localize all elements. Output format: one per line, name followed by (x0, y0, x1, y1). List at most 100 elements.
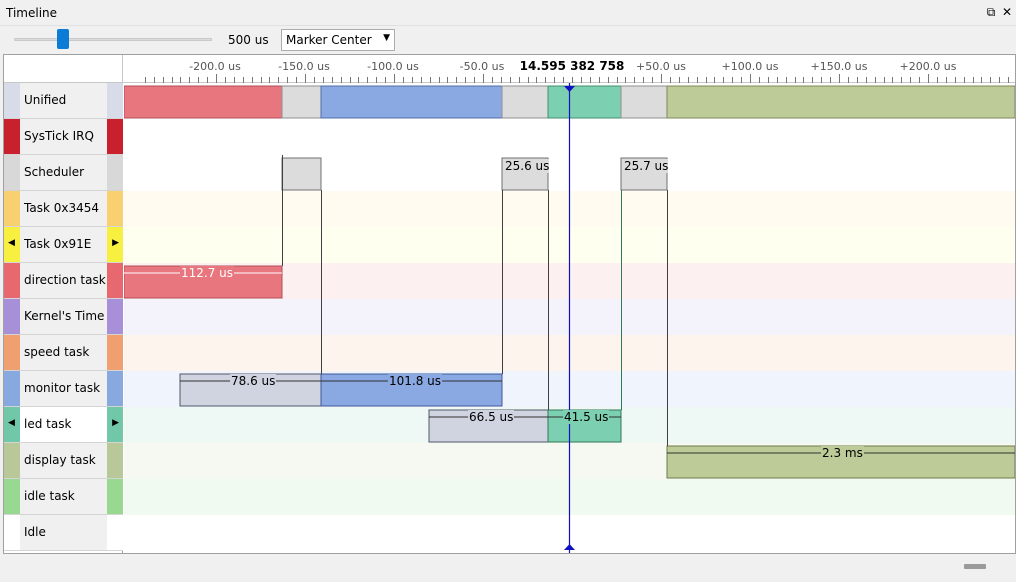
marker-mode-select[interactable]: Marker Center ▼ (281, 29, 395, 51)
duration-label-led: 41.5 us (563, 410, 610, 424)
track-label-text: Task 0x91E (24, 237, 92, 251)
unified-segment-monitor[interactable] (320, 85, 503, 119)
track-label-speed-task[interactable]: speed task (4, 335, 123, 371)
track-color-swatch (4, 155, 20, 190)
track-label-systick-irq[interactable]: SysTick IRQ (4, 119, 123, 155)
duration-label-display: 2.3 ms (821, 446, 864, 460)
track-label-text: monitor task (24, 381, 101, 395)
time-ruler[interactable]: -200.0 us -150.0 us -100.0 us -50.0 us 1… (123, 55, 1015, 83)
track-color-swatch (4, 407, 20, 442)
unified-segment-scheduler[interactable] (281, 85, 322, 119)
zoom-slider-track[interactable] (14, 38, 212, 41)
track-label-text: led task (24, 417, 72, 431)
track-label-scheduler[interactable]: Scheduler (4, 155, 123, 191)
track-color-swatch (107, 227, 123, 262)
ruler-tick-label: -100.0 us (367, 60, 419, 73)
track-label-led-task[interactable]: ◀ ▶ led task (4, 407, 123, 443)
track-color-swatch (4, 263, 20, 298)
ruler-tick-label: -50.0 us (459, 60, 505, 73)
ruler-corner (4, 55, 123, 83)
track-label-kernels-time[interactable]: Kernel's Time (4, 299, 123, 335)
track-color-swatch (107, 155, 123, 190)
track-label-task-0x91e[interactable]: ◀ ▶ Task 0x91E (4, 227, 123, 263)
duration-label-scheduler: 25.6 us (505, 159, 550, 173)
track-color-swatch (4, 191, 20, 226)
duration-label-monitor: 78.6 us (230, 374, 277, 388)
ruler-ticks (145, 74, 1009, 83)
unified-segment-scheduler[interactable] (501, 85, 549, 119)
track-label-text: SysTick IRQ (24, 129, 94, 143)
timeline-canvas[interactable] (124, 83, 1015, 553)
track-label-text: Task 0x3454 (24, 201, 99, 215)
marker-mode-value: Marker Center (286, 33, 372, 47)
track-color-swatch (4, 119, 20, 154)
window-titlebar: Timeline ⧉ ✕ (0, 0, 1016, 26)
marker-top-handle[interactable] (564, 86, 575, 92)
unified-segment-led[interactable] (547, 85, 622, 119)
track-label-text: Kernel's Time (24, 309, 105, 323)
chevron-down-icon: ▼ (383, 33, 390, 43)
marker-time-label: 14.595 382 758 (519, 59, 625, 73)
next-event-icon[interactable]: ▶ (112, 418, 119, 428)
prev-event-icon[interactable]: ◀ (8, 238, 15, 248)
track-color-swatch (4, 227, 20, 262)
track-label-task-0x3454[interactable]: Task 0x3454 (4, 191, 123, 227)
track-label-text: Scheduler (24, 165, 85, 179)
ruler-tick-label: +50.0 us (636, 60, 686, 73)
next-event-icon[interactable]: ▶ (112, 238, 119, 248)
ruler-tick-label: -200.0 us (189, 60, 241, 73)
track-color-swatch (4, 299, 20, 334)
track-color-swatch (107, 83, 123, 118)
ruler-tick-label: +100.0 us (721, 60, 779, 73)
timeline-panel: -200.0 us -150.0 us -100.0 us -50.0 us 1… (3, 54, 1016, 554)
ruler-tick-label: -150.0 us (278, 60, 330, 73)
track-color-swatch (107, 407, 123, 442)
track-label-text: display task (24, 453, 96, 467)
track-color-swatch (4, 479, 20, 514)
track-color-swatch (107, 479, 123, 514)
ruler-tick-label: +200.0 us (899, 60, 957, 73)
track-color-swatch (107, 443, 123, 478)
zoom-label: 500 us (228, 33, 269, 47)
scheduler-segment[interactable] (281, 157, 322, 191)
duration-label-scheduler: 25.7 us (624, 159, 669, 173)
track-label-text: Idle (24, 525, 46, 539)
track-color-swatch (4, 443, 20, 478)
track-color-swatch (107, 371, 123, 406)
duration-label-monitor: 101.8 us (388, 374, 443, 388)
track-color-swatch (107, 263, 123, 298)
track-color-swatch (4, 371, 20, 406)
unified-segment-direction[interactable] (124, 85, 283, 119)
restore-icon[interactable]: ⧉ (986, 5, 996, 19)
track-color-swatch (107, 515, 123, 550)
track-color-swatch (107, 335, 123, 370)
track-label-column: Unified SysTick IRQ Scheduler Task 0x345… (4, 83, 123, 553)
track-label-display-task[interactable]: display task (4, 443, 123, 479)
resize-grip[interactable] (964, 564, 986, 569)
unified-segment-scheduler[interactable] (620, 85, 668, 119)
track-color-swatch (107, 191, 123, 226)
track-label-unified[interactable]: Unified (4, 83, 123, 119)
ruler-tick-label: +150.0 us (810, 60, 868, 73)
close-icon[interactable]: ✕ (1001, 5, 1013, 19)
track-label-text: speed task (24, 345, 90, 359)
track-label-text: direction task (24, 273, 106, 287)
marker-bottom-handle[interactable] (564, 544, 575, 550)
track-label-direction-task[interactable]: direction task (4, 263, 123, 299)
track-label-monitor-task[interactable]: monitor task (4, 371, 123, 407)
track-color-swatch (107, 119, 123, 154)
prev-event-icon[interactable]: ◀ (8, 418, 15, 428)
track-label-text: Unified (24, 93, 67, 107)
zoom-slider-handle[interactable] (57, 29, 69, 49)
unified-segment-display[interactable] (666, 85, 1015, 119)
duration-label-led: 66.5 us (468, 410, 515, 424)
window-title: Timeline (6, 6, 58, 20)
track-label-idle[interactable]: Idle (4, 515, 123, 551)
duration-label-direction: 112.7 us (180, 266, 235, 280)
track-color-swatch (107, 299, 123, 334)
track-color-swatch (4, 83, 20, 118)
track-label-idle-task[interactable]: idle task (4, 479, 123, 515)
timeline-lanes[interactable]: 25.6 us 25.7 us 112.7 us 78.6 us 101.8 u… (124, 83, 1015, 553)
track-color-swatch (4, 335, 20, 370)
track-label-text: idle task (24, 489, 75, 503)
